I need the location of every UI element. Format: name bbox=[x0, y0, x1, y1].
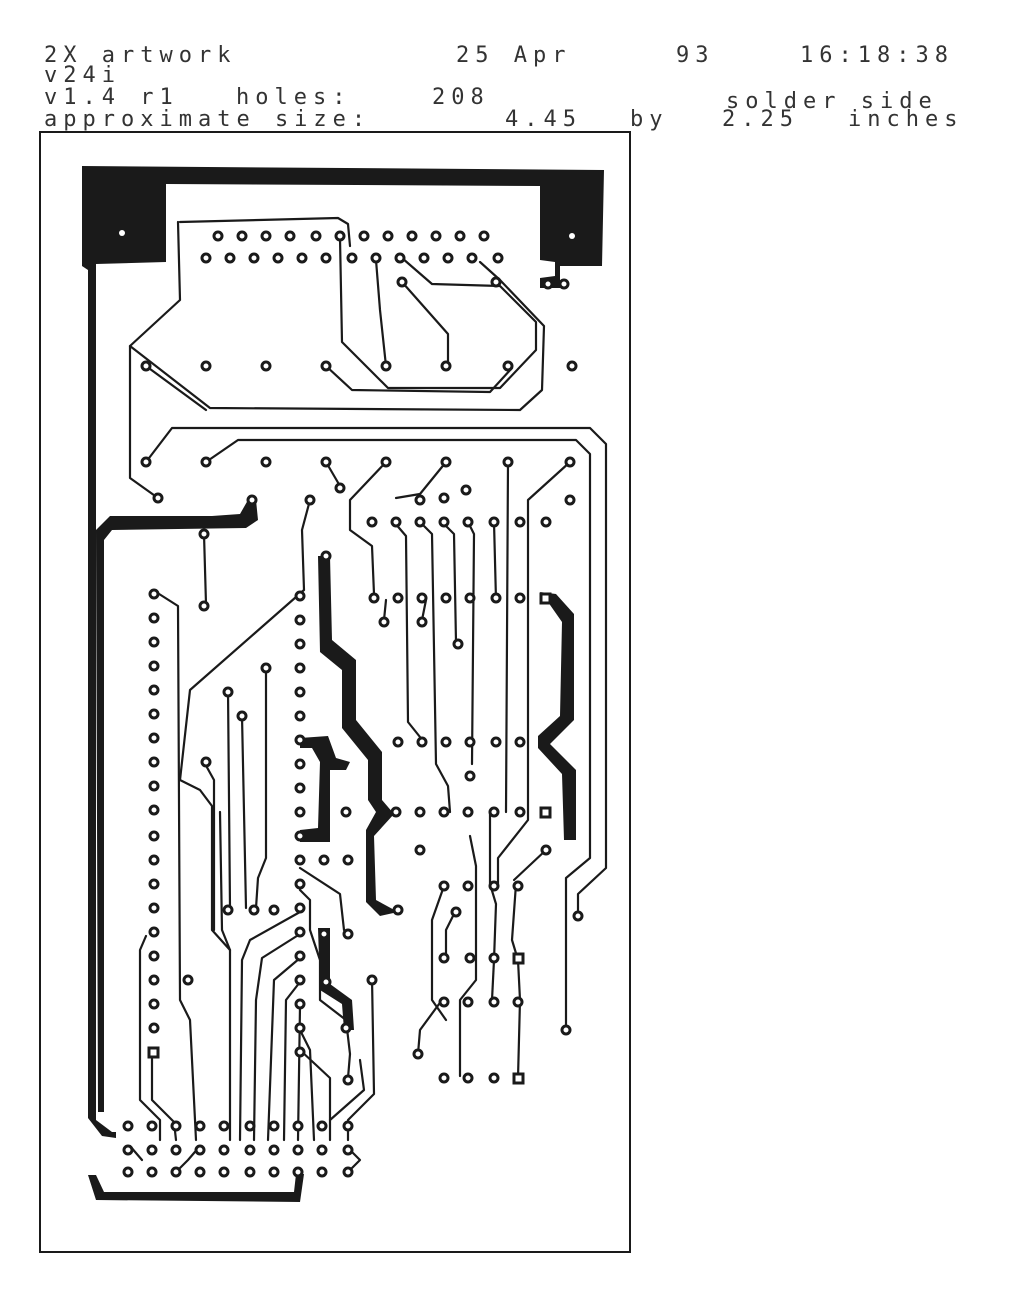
pads bbox=[122, 230, 584, 1178]
traces bbox=[128, 216, 608, 1174]
size-width: 4.45 bbox=[505, 107, 582, 132]
version: v1.4 r1 bbox=[44, 85, 179, 110]
time: 16:18:38 bbox=[800, 43, 954, 68]
size-by: by bbox=[630, 107, 669, 132]
holes-count: 208 bbox=[432, 85, 490, 110]
size-unit: inches bbox=[848, 107, 964, 132]
board-outline bbox=[39, 131, 631, 1253]
date: 25 Apr bbox=[456, 43, 572, 68]
side-label: solder side bbox=[726, 89, 938, 114]
square-pads bbox=[147, 592, 552, 1085]
size-label: approximate size: bbox=[44, 107, 372, 132]
holes-label: holes: bbox=[236, 85, 352, 110]
board-name: v24i bbox=[44, 63, 121, 88]
year: 93 bbox=[676, 43, 715, 68]
ground-plane bbox=[82, 166, 604, 1202]
size-height: 2.25 bbox=[722, 107, 799, 132]
artwork-title: 2X artwork bbox=[44, 43, 237, 68]
